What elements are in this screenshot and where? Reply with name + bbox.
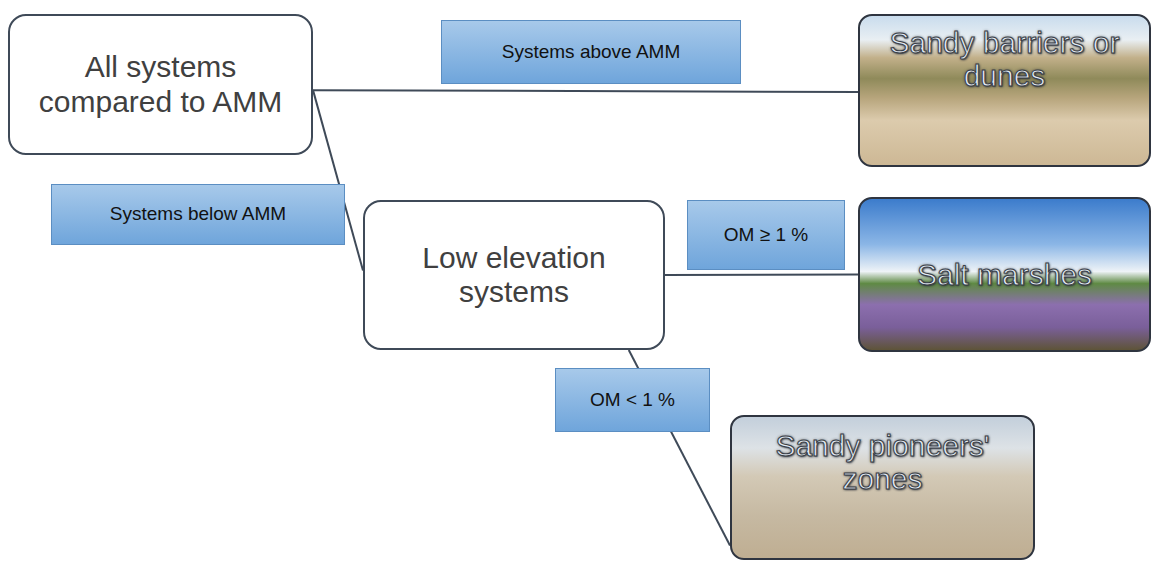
node-text: Sandy pioneers' zones — [748, 429, 1017, 495]
connector-line — [313, 90, 858, 92]
node-text: Low elevation systems — [379, 241, 649, 310]
edge-label-box: OM ≥ 1 % — [687, 200, 845, 270]
edge-label-box: OM < 1 % — [555, 368, 710, 432]
root-box: All systems compared to AMM — [8, 14, 313, 155]
photo-box: Sandy barriers or dunes — [858, 14, 1151, 167]
edge-label-box: Systems below AMM — [51, 184, 345, 245]
node-text: Sandy barriers or dunes — [876, 26, 1133, 92]
photo-box: Salt marshes — [858, 197, 1151, 352]
connector-line — [665, 274, 858, 277]
edge-label: Systems above AMM — [502, 41, 680, 64]
edge-label: OM ≥ 1 % — [724, 224, 808, 247]
node-text: Salt marshes — [917, 258, 1092, 291]
category-box: Low elevation systems — [363, 200, 665, 350]
edge-label-box: Systems above AMM — [441, 20, 741, 84]
edge-label: OM < 1 % — [590, 389, 675, 412]
photo-box: Sandy pioneers' zones — [730, 415, 1035, 560]
node-text: All systems compared to AMM — [24, 50, 297, 119]
edge-label: Systems below AMM — [110, 203, 286, 226]
